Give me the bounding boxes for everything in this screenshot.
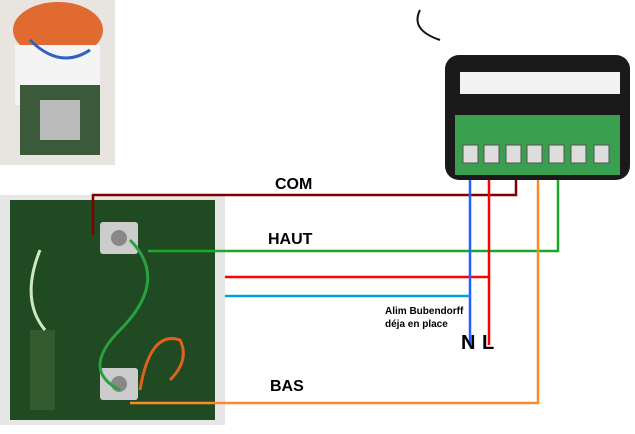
power-note-line2: déja en place [385, 319, 448, 330]
power-note-line1: Alim Bubendorff [385, 306, 464, 317]
wire-haut [148, 180, 560, 253]
label-n: N [461, 332, 476, 354]
label-l: L [482, 332, 495, 354]
label-com: COM [275, 176, 313, 193]
relay-module-photo [416, 9, 630, 180]
label-bas: BAS [270, 378, 304, 395]
label-haut: HAUT [268, 231, 313, 248]
wire-bas [130, 180, 540, 405]
switch-pcb-photo [0, 195, 225, 425]
power-note: Alim Bubendorff déja en place [385, 305, 463, 331]
switch-box-photo [0, 0, 115, 165]
wire-com [91, 180, 518, 235]
